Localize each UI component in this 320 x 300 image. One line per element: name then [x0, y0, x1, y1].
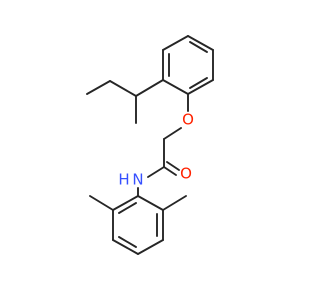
- atom-label-layer: O O N H: [118, 111, 194, 189]
- bond-ring2-c3-c4-inner: [118, 236, 137, 248]
- amide-nitrogen-label: N: [132, 171, 143, 189]
- bond-sec-butyl-ch2: [109, 80, 137, 97]
- bond-ring2-c3-c4: [112, 239, 139, 255]
- bond-layer: [86, 35, 214, 255]
- bond-carbonyl-c-to-n: [147, 166, 165, 178]
- bond-right-methyl: [162, 195, 187, 211]
- carbonyl-oxygen-label: O: [180, 165, 192, 183]
- bond-carbonyl-c-o-second: [166, 161, 180, 171]
- molecule-structure: O O N H: [86, 35, 214, 255]
- bond-ring1-to-sec-butyl: [135, 79, 164, 97]
- bond-ethyl-ch3: [86, 80, 111, 95]
- bond-ether-o-to-ch2: [163, 127, 182, 140]
- structure-canvas: O O N H: [86, 35, 214, 255]
- amide-hydrogen-label: H: [118, 171, 129, 189]
- bond-ring1-c2-c3-inner: [189, 41, 208, 53]
- bond-ring2-c6-c1: [137, 195, 164, 211]
- bond-ring2-c1-c2: [112, 195, 139, 211]
- bond-ring1-c1-c2: [162, 35, 189, 51]
- bond-ring1-c5-c6: [162, 79, 189, 95]
- bond-ring1-c2-c3: [187, 35, 214, 51]
- bond-left-methyl: [89, 195, 114, 211]
- bond-ring2-c1-c2-inner: [118, 202, 137, 214]
- bond-carbonyl-c-o: [163, 166, 177, 176]
- bond-ring1-c4-c5-inner: [189, 77, 208, 89]
- ether-oxygen-label: O: [182, 111, 194, 129]
- bond-ring2-c4-c5: [137, 239, 164, 255]
- bond-ring1-c4-c5: [187, 79, 214, 95]
